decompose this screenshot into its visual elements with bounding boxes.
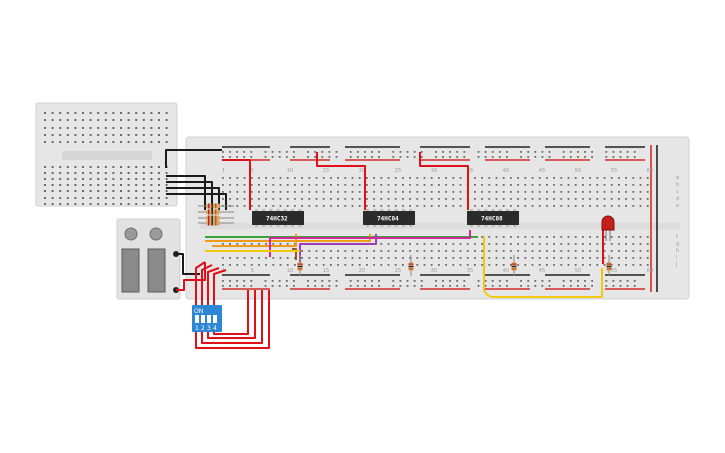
wire-dip-2[interactable] (201, 264, 213, 305)
column-number-top: 45 (539, 168, 545, 174)
column-number-top: 1 (222, 168, 225, 174)
chip-label: 74HC08 (481, 216, 503, 223)
wire-signal-1[interactable] (166, 175, 206, 210)
row-letter-top: b (676, 182, 679, 188)
chip-74hc04[interactable]: 74HC04 (363, 209, 415, 227)
wire-orange[interactable] (205, 234, 371, 242)
power-module[interactable] (116, 218, 181, 300)
wire-magenta[interactable] (269, 230, 471, 257)
wire-brown[interactable] (292, 248, 297, 260)
column-number-bottom: 45 (539, 268, 545, 274)
column-number-bottom: 40 (503, 268, 509, 274)
column-number-bottom: 30 (431, 268, 437, 274)
main-breadboard[interactable]: 1155101015152020252530303535404045455050… (185, 136, 690, 300)
wire-signal-4[interactable] (166, 193, 227, 210)
column-number-top: 25 (395, 168, 401, 174)
column-number-bottom: 5 (251, 268, 254, 274)
row-letter-bottom: h (676, 248, 679, 254)
column-number-top: 50 (575, 168, 581, 174)
row-letter-bottom: g (676, 241, 679, 247)
resistor-led[interactable] (606, 255, 612, 276)
dip-number-4: 4 (213, 325, 217, 332)
resistor-2[interactable] (408, 255, 414, 276)
chip-74hc32[interactable]: 74HC32 (252, 209, 304, 227)
dip-switch[interactable]: ON 1 2 3 4 (192, 305, 222, 332)
dip-number-1: 1 (195, 325, 199, 332)
dip-number-2: 2 (201, 325, 205, 332)
column-number-top: 20 (359, 168, 365, 174)
wires (165, 149, 604, 349)
wire-dip-out-3[interactable] (207, 290, 256, 339)
column-number-top: 10 (287, 168, 293, 174)
chip-label: 74HC04 (377, 216, 399, 223)
resistor-input-3[interactable] (198, 215, 234, 221)
row-letter-top: c (676, 189, 679, 195)
resistor-input-1[interactable] (198, 203, 234, 209)
row-letter-bottom: i (676, 255, 677, 261)
wire-signal-3[interactable] (166, 187, 220, 210)
column-number-top: 5 (251, 168, 254, 174)
column-number-top: 40 (503, 168, 509, 174)
column-number-top: 15 (323, 168, 329, 174)
column-number-bottom: 25 (395, 268, 401, 274)
wire-vcc-chip1[interactable] (222, 159, 251, 210)
column-number-bottom: 55 (611, 268, 617, 274)
column-number-top: 60 (647, 168, 653, 174)
dip-number-3: 3 (207, 325, 211, 332)
red-led[interactable] (601, 215, 615, 241)
resistor-input-2[interactable] (198, 209, 234, 215)
row-letter-bottom: f (676, 234, 678, 240)
dip-on-label: ON (194, 308, 203, 315)
column-number-bottom: 60 (647, 268, 653, 274)
wire-purple[interactable] (299, 234, 377, 262)
resistor-input-4[interactable] (198, 220, 234, 226)
column-number-bottom: 20 (359, 268, 365, 274)
resistors (198, 203, 612, 276)
row-letter-top: d (676, 196, 679, 202)
column-number-bottom: 50 (575, 268, 581, 274)
row-letter-top: a (676, 175, 679, 181)
wire-signal-2[interactable] (166, 181, 213, 210)
wire-dip-4[interactable] (213, 269, 227, 305)
column-number-bottom: 35 (467, 268, 473, 274)
column-number-top: 35 (467, 168, 473, 174)
column-number-bottom: 15 (323, 268, 329, 274)
wire-dip-out-4[interactable] (213, 290, 249, 335)
resistor-1[interactable] (297, 255, 303, 276)
wire-dip-1[interactable] (195, 261, 206, 305)
column-number-top: 30 (431, 168, 437, 174)
row-letter-bottom: j (675, 262, 677, 268)
wire-dip-3[interactable] (207, 267, 220, 305)
chip-74hc08[interactable]: 74HC08 (467, 209, 519, 227)
wire-vcc-chip3[interactable] (419, 152, 469, 210)
column-number-bottom: 10 (287, 268, 293, 274)
wire-psu-gnd[interactable] (176, 253, 200, 275)
wire-vcc-chip2[interactable] (316, 152, 366, 210)
row-letter-top: e (676, 203, 679, 209)
resistor-3[interactable] (511, 255, 517, 276)
wire-ground[interactable] (165, 149, 222, 168)
wire-dip-out-2[interactable] (201, 290, 263, 344)
column-number-top: 55 (611, 168, 617, 174)
wire-dip-out-1[interactable] (195, 290, 270, 349)
small-breadboard[interactable] (35, 102, 178, 207)
chip-label: 74HC32 (266, 216, 288, 223)
wire-yellow[interactable] (483, 236, 603, 298)
wire-psu-vcc[interactable] (176, 262, 206, 291)
